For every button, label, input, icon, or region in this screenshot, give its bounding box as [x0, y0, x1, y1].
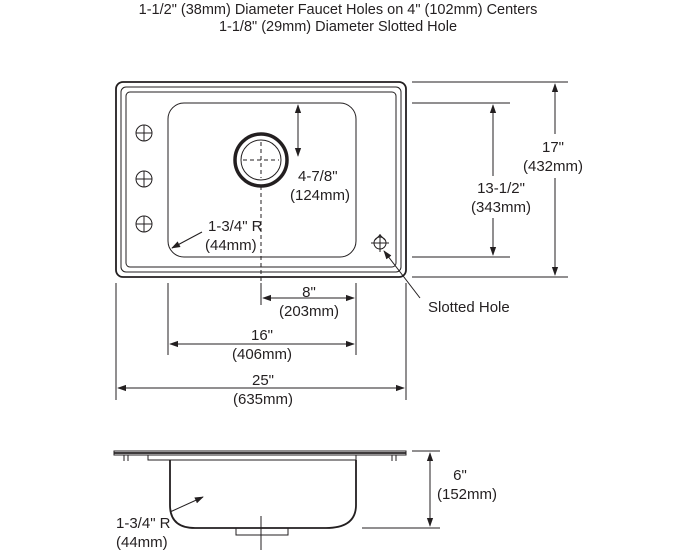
side-bowl [169, 460, 357, 529]
sink-bowl [167, 102, 357, 258]
dim-drain-offset-metric: (203mm) [279, 303, 339, 320]
dim-depth-imperial: 6" [453, 467, 467, 484]
dim-overall-length-metric: (635mm) [233, 391, 293, 408]
dim-overall-length-imperial: 25" [252, 372, 274, 389]
dim-bowl-width-metric: (343mm) [471, 199, 531, 216]
dim-bowl-length-imperial: 16" [251, 327, 273, 344]
dim-bowl-width-imperial: 13-1/2" [477, 180, 525, 197]
side-view: 6" (152mm) 1-3/4" R (44mm) [113, 450, 497, 551]
faucet-hole-1 [135, 124, 153, 142]
dim-side-radius-imperial: 1-3/4" R [116, 515, 171, 532]
slotted-hole-label: Slotted Hole [428, 299, 510, 316]
dim-overall-width-metric: (432mm) [523, 158, 583, 175]
dim-side-radius-leader [169, 496, 204, 513]
dim-depth-metric: (152mm) [437, 486, 497, 503]
header-slotted-hole: 1-1/8" (29mm) Diameter Slotted Hole [219, 19, 457, 35]
dim-side-radius-metric: (44mm) [116, 534, 168, 551]
top-view: Slotted Hole 4-7/8" (124mm) 1-3/4" R (44… [115, 81, 592, 408]
slotted-hole [371, 234, 389, 252]
faucet-hole-3 [135, 215, 153, 233]
side-drain-body [235, 527, 289, 536]
dim-corner-radius-leader [171, 231, 203, 249]
dim-overall-width-imperial: 17" [542, 139, 564, 156]
dim-drain-to-back-metric: (124mm) [290, 187, 350, 204]
header-faucet-holes: 1-1/2" (38mm) Diameter Faucet Holes on 4… [139, 2, 538, 18]
slotted-hole-leader [383, 250, 421, 299]
dim-corner-radius-imperial: 1-3/4" R [208, 218, 263, 235]
dim-bowl-length-metric: (406mm) [232, 346, 292, 363]
dim-drain-offset-imperial: 8" [302, 284, 316, 301]
dim-drain-to-back-imperial: 4-7/8" [298, 168, 338, 185]
dim-corner-radius-metric: (44mm) [205, 237, 257, 254]
faucet-hole-2 [135, 170, 153, 188]
